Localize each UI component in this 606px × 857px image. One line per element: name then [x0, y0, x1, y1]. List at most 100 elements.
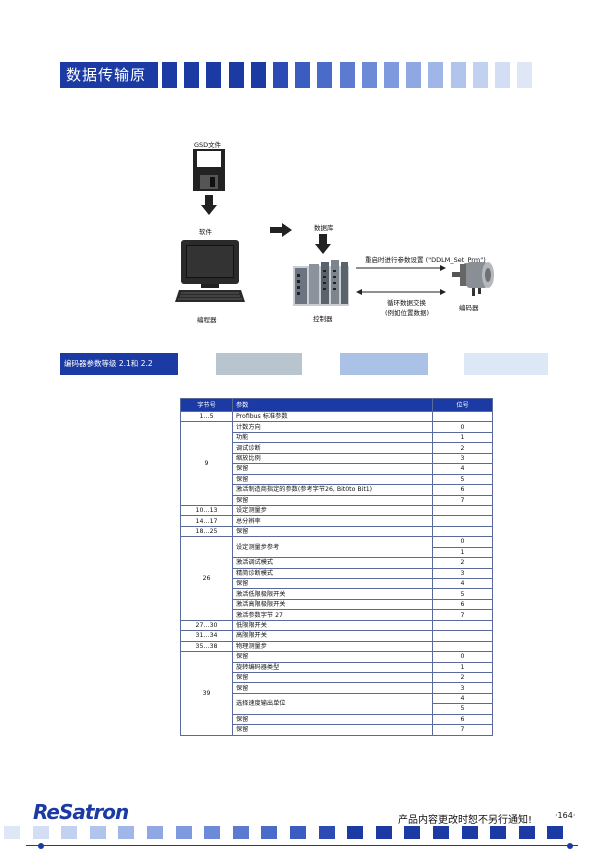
footer-square	[261, 826, 278, 839]
cycle-data-example-label: (例如位置数据)	[385, 309, 430, 317]
footer-square	[232, 826, 249, 839]
footer-square	[518, 826, 535, 839]
parameter-cell: 保留	[232, 473, 433, 486]
header-square	[184, 62, 200, 88]
footer-square	[290, 826, 306, 839]
parameter-cell: 设定测量步	[232, 504, 433, 517]
bit-cell	[432, 515, 493, 527]
header-square	[406, 62, 422, 88]
cycle-data-label: 循环数据交换	[387, 299, 426, 307]
header-square	[384, 62, 399, 88]
bit-cell: 5	[432, 588, 493, 600]
header-square	[517, 62, 533, 88]
bit-cell: 1	[432, 431, 493, 444]
parameter-cell: 保留	[232, 525, 433, 538]
parameter-cell: 激活高限极限开关	[232, 598, 433, 611]
footer-square	[547, 826, 564, 839]
parameter-cell: 保留	[232, 724, 433, 736]
footer-square	[175, 826, 192, 839]
bit-cell: 3	[432, 682, 493, 694]
byte-cell: 10…13	[180, 504, 233, 517]
resatron-logo: ReSatron	[33, 800, 129, 824]
gsd-label: GSD文件	[194, 141, 222, 149]
bit-cell: 7	[432, 494, 493, 506]
section-bar: 编码器参数等级 2.1和 2.2	[60, 353, 548, 375]
byte-cell: 26	[180, 536, 233, 621]
footer-square	[4, 826, 20, 839]
footer-square	[89, 826, 106, 839]
bit-cell: 2	[432, 442, 493, 454]
page-title: 数据传输原理	[60, 62, 158, 110]
change-notice: 产品内容更改时恕不另行通知!	[398, 815, 533, 826]
bit-cell: 1	[432, 661, 493, 673]
header-square	[339, 62, 355, 88]
parameter-cell: 精简诊断模式	[232, 567, 433, 580]
controller-icon	[293, 260, 349, 306]
encoder-icon	[452, 262, 494, 296]
parameter-cell: 保留	[232, 577, 433, 590]
header-square	[206, 62, 222, 88]
header-square	[228, 62, 244, 88]
column-header-bit: 位号	[432, 398, 493, 412]
header-square	[495, 62, 510, 88]
footer-square	[375, 826, 392, 839]
parameter-cell: 保留	[232, 682, 433, 694]
footer-dot-left	[38, 843, 44, 849]
parameter-cell: 保留	[232, 494, 433, 506]
section-decoration-pale	[464, 353, 548, 375]
programmer-label: 编程器	[197, 316, 217, 324]
bit-cell: 0	[432, 421, 493, 433]
parameter-cell: 保留	[232, 713, 433, 726]
section-decoration-gray	[216, 353, 302, 375]
bit-cell: 4	[432, 463, 493, 475]
column-header-parameter: 参数	[232, 398, 433, 412]
controller-label: 控制器	[313, 315, 333, 323]
bit-cell: 4	[432, 577, 493, 590]
floppy-disk-icon	[193, 149, 225, 191]
header-square	[428, 62, 444, 88]
section-decoration-light	[340, 353, 428, 375]
footer-line	[26, 845, 578, 846]
header-band: 数据传输原理	[60, 58, 553, 110]
footer-dot-right	[567, 843, 573, 849]
arrow-right-icon	[356, 265, 446, 271]
footer-square	[32, 826, 49, 839]
parameter-cell: 总分辨率	[232, 515, 433, 527]
bit-cell	[432, 410, 493, 423]
bit-cell: 5	[432, 703, 493, 715]
parameter-cell: 保留	[232, 463, 433, 475]
header-square	[273, 62, 288, 88]
parameter-cell: 保留	[232, 651, 433, 663]
parameter-cell: 计数方向	[232, 421, 433, 433]
bit-cell	[432, 504, 493, 517]
arrow-bidirectional-icon	[356, 289, 446, 295]
parameter-cell: 调试诊断	[232, 442, 433, 454]
bit-cell: 2	[432, 671, 493, 684]
section-title: 编码器参数等级 2.1和 2.2	[60, 353, 178, 375]
footer-square	[147, 826, 163, 839]
parameter-cell: 激活参数字节 27	[232, 609, 433, 621]
bit-cell: 4	[432, 692, 493, 705]
parameter-cell: 物理测量步	[232, 640, 433, 653]
parameter-cell: 激活制造商指定的参数(参考字节26, Bit0to Bit1)	[232, 484, 433, 496]
parameter-cell: 高限限开关	[232, 630, 433, 642]
footer-square	[461, 826, 478, 839]
footer-square	[433, 826, 449, 839]
bit-cell: 0	[432, 536, 493, 548]
arrow-down-icon	[315, 234, 331, 254]
parameter-cell: 低限限开关	[232, 619, 433, 632]
header-square	[472, 62, 488, 88]
restart-parameter-label: 重启时进行参数设置 ("DDLM_Set_Prm")	[365, 256, 486, 264]
footer-square	[347, 826, 364, 839]
parameter-cell: 功能	[232, 431, 433, 444]
bit-cell: 7	[432, 609, 493, 621]
